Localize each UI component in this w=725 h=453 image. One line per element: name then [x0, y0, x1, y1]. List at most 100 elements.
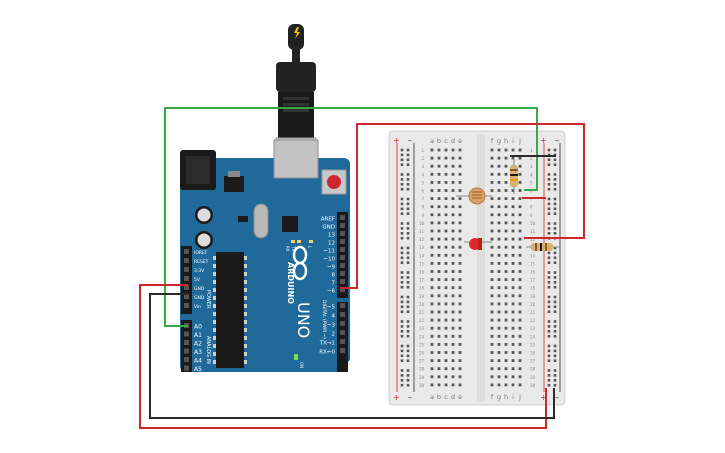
breadboard-hole[interactable]: [518, 189, 522, 192]
breadboard-hole[interactable]: [437, 213, 441, 217]
breadboard-hole[interactable]: [444, 278, 448, 281]
breadboard-hole[interactable]: [451, 334, 455, 338]
breadboard-hole[interactable]: [444, 367, 448, 371]
rail-hole[interactable]: [406, 285, 410, 289]
rail-hole[interactable]: [553, 359, 557, 362]
breadboard-hole[interactable]: [518, 318, 522, 322]
breadboard-hole[interactable]: [497, 326, 501, 330]
breadboard-hole[interactable]: [518, 278, 522, 281]
breadboard-hole[interactable]: [444, 359, 448, 362]
breadboard-hole[interactable]: [451, 375, 455, 379]
breadboard-hole[interactable]: [518, 310, 522, 314]
breadboard-hole[interactable]: [504, 383, 508, 387]
header-pin[interactable]: [340, 271, 345, 276]
breadboard-hole[interactable]: [430, 262, 434, 265]
breadboard-hole[interactable]: [444, 156, 448, 160]
breadboard-hole[interactable]: [430, 205, 434, 209]
breadboard-hole[interactable]: [451, 286, 455, 290]
breadboard-hole[interactable]: [518, 172, 522, 176]
rail-hole[interactable]: [400, 202, 404, 206]
rail-hole[interactable]: [553, 330, 557, 333]
breadboard-hole[interactable]: [451, 310, 455, 314]
wire-green-a0[interactable]: [164, 107, 538, 327]
breadboard-hole[interactable]: [504, 229, 508, 233]
rail-hole[interactable]: [400, 359, 404, 362]
breadboard-hole[interactable]: [504, 334, 508, 338]
rail-hole[interactable]: [547, 271, 551, 274]
breadboard-hole[interactable]: [518, 326, 522, 330]
rail-hole[interactable]: [547, 369, 551, 372]
breadboard-hole[interactable]: [511, 351, 515, 354]
rail-hole[interactable]: [400, 349, 404, 353]
wire-red-pin9[interactable]: [340, 123, 585, 289]
breadboard-hole[interactable]: [437, 270, 441, 273]
breadboard-hole[interactable]: [458, 359, 462, 362]
breadboard-hole[interactable]: [490, 343, 494, 346]
photoresistor[interactable]: [456, 187, 492, 205]
breadboard-hole[interactable]: [504, 237, 508, 241]
header-pin[interactable]: [340, 330, 345, 335]
breadboard-hole[interactable]: [504, 156, 508, 160]
rail-hole[interactable]: [547, 222, 551, 225]
breadboard-hole[interactable]: [490, 286, 494, 290]
breadboard-hole[interactable]: [490, 359, 494, 362]
rail-hole[interactable]: [547, 344, 551, 348]
rail-hole[interactable]: [400, 383, 404, 387]
rail-hole[interactable]: [547, 232, 551, 235]
rail-hole[interactable]: [406, 310, 410, 313]
breadboard-hole[interactable]: [458, 383, 462, 387]
rail-hole[interactable]: [400, 285, 404, 289]
breadboard-hole[interactable]: [511, 197, 515, 200]
breadboard-hole[interactable]: [451, 343, 455, 346]
rail-hole[interactable]: [406, 232, 410, 235]
rail-hole[interactable]: [553, 163, 557, 166]
breadboard-hole[interactable]: [437, 164, 441, 168]
rail-hole[interactable]: [406, 276, 410, 279]
breadboard-hole[interactable]: [444, 164, 448, 168]
breadboard-hole[interactable]: [430, 310, 434, 314]
breadboard-hole[interactable]: [518, 351, 522, 354]
rail-hole[interactable]: [553, 183, 557, 186]
breadboard-hole[interactable]: [518, 245, 522, 249]
breadboard-hole[interactable]: [490, 172, 494, 176]
rail-hole[interactable]: [553, 334, 557, 338]
breadboard-hole[interactable]: [511, 359, 515, 362]
breadboard-hole[interactable]: [458, 262, 462, 265]
rail-hole[interactable]: [400, 261, 404, 264]
breadboard-hole[interactable]: [458, 172, 462, 176]
breadboard-hole[interactable]: [497, 221, 501, 225]
rail-hole[interactable]: [400, 330, 404, 333]
header-pin[interactable]: [340, 263, 345, 268]
rail-hole[interactable]: [400, 271, 404, 274]
breadboard-hole[interactable]: [437, 148, 441, 152]
breadboard-hole[interactable]: [451, 245, 455, 249]
rail-hole[interactable]: [406, 158, 410, 162]
rail-hole[interactable]: [400, 379, 404, 382]
rail-hole[interactable]: [406, 148, 410, 152]
breadboard-hole[interactable]: [490, 310, 494, 314]
rail-hole[interactable]: [547, 285, 551, 289]
breadboard-hole[interactable]: [490, 383, 494, 387]
breadboard-hole[interactable]: [497, 286, 501, 290]
breadboard-hole[interactable]: [458, 294, 462, 298]
breadboard-hole[interactable]: [430, 334, 434, 338]
rail-hole[interactable]: [406, 236, 410, 240]
rail-hole[interactable]: [406, 261, 410, 264]
breadboard-hole[interactable]: [490, 205, 494, 209]
rail-hole[interactable]: [547, 300, 551, 304]
header-pin[interactable]: [184, 258, 189, 263]
breadboard-hole[interactable]: [458, 351, 462, 354]
breadboard-hole[interactable]: [497, 310, 501, 314]
breadboard-hole[interactable]: [458, 278, 462, 281]
breadboard-hole[interactable]: [444, 237, 448, 241]
rail-hole[interactable]: [547, 163, 551, 166]
rail-hole[interactable]: [547, 261, 551, 264]
breadboard-hole[interactable]: [451, 197, 455, 200]
breadboard-hole[interactable]: [518, 164, 522, 168]
breadboard-hole[interactable]: [490, 237, 494, 241]
breadboard-hole[interactable]: [490, 197, 494, 200]
rail-hole[interactable]: [406, 383, 410, 387]
rail-hole[interactable]: [547, 310, 551, 313]
breadboard-hole[interactable]: [511, 334, 515, 338]
breadboard-hole[interactable]: [518, 237, 522, 241]
